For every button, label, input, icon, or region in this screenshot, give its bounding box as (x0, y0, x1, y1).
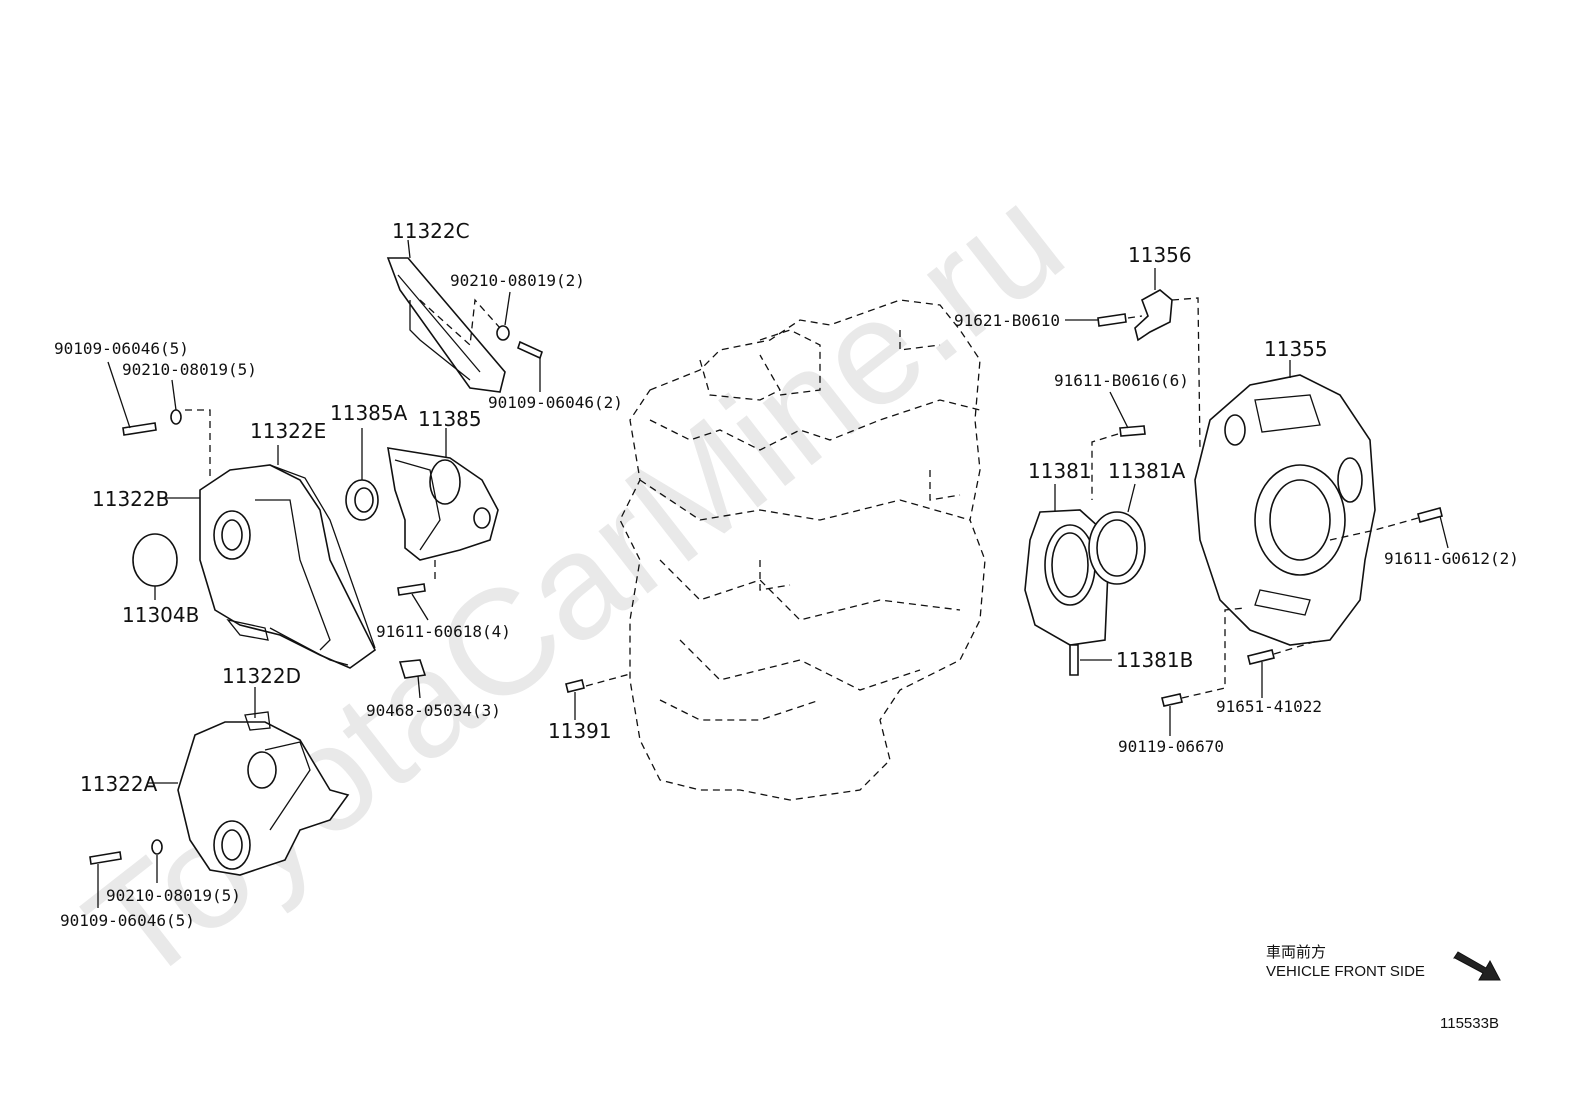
leader (1127, 315, 1143, 319)
label-91611-60618[interactable]: 91611-60618(4) (376, 622, 511, 641)
label-11356[interactable]: 11356 (1128, 243, 1192, 267)
label-11381[interactable]: 11381 (1028, 459, 1092, 483)
label-11304B[interactable]: 11304B (122, 603, 199, 627)
diagram-id: 115533B (1440, 1015, 1499, 1032)
label-11355[interactable]: 11355 (1264, 337, 1328, 361)
label-90109-bot[interactable]: 90109-06046(5) (60, 911, 195, 930)
leader (1329, 517, 1419, 541)
part-11355-shape (1194, 374, 1376, 646)
label-11391[interactable]: 11391 (548, 719, 612, 743)
part-11381-shape (1024, 509, 1109, 646)
pin-icon (1069, 644, 1079, 676)
part-11322C-shape (386, 257, 506, 393)
leader (171, 379, 177, 411)
bolt-icon (1097, 313, 1127, 327)
label-90210-bot[interactable]: 90210-08019(5) (106, 886, 241, 905)
bolt-icon (1417, 507, 1443, 523)
bolt-icon (397, 583, 426, 596)
label-11322A[interactable]: 11322A (80, 772, 158, 796)
leader (1273, 639, 1321, 655)
leader (585, 673, 631, 687)
washer-icon (496, 325, 510, 341)
leader (417, 675, 421, 699)
part-11304B-shape (132, 533, 178, 587)
label-11385[interactable]: 11385 (418, 407, 482, 431)
part-11322A-shape (177, 711, 350, 876)
label-90210-top[interactable]: 90210-08019(2) (450, 271, 585, 290)
leader (107, 361, 131, 429)
bolt-icon (517, 340, 543, 360)
label-91651[interactable]: 91651-41022 (1216, 697, 1322, 716)
part-11385A-shape (345, 479, 379, 521)
leader (185, 409, 211, 480)
bolt-icon (1161, 693, 1183, 707)
label-11322C[interactable]: 11322C (392, 219, 470, 243)
engine-block (619, 299, 986, 801)
label-91611-G0612[interactable]: 91611-G0612(2) (1384, 549, 1519, 568)
label-11322B[interactable]: 11322B (92, 487, 169, 511)
label-90109-mid[interactable]: 90109-06046(2) (488, 393, 623, 412)
leader-11322C (419, 298, 501, 347)
direction-en: VEHICLE FRONT SIDE (1266, 963, 1425, 980)
label-91621[interactable]: 91621-B0610 (954, 311, 1060, 330)
label-90119[interactable]: 90119-06670 (1118, 737, 1224, 756)
leader (1127, 483, 1136, 513)
part-11381A-shape (1088, 511, 1146, 585)
stud-icon (565, 679, 585, 693)
leader (411, 593, 429, 621)
bolt-icon (1247, 649, 1275, 665)
label-91611-B0616[interactable]: 91611-B0616(6) (1054, 371, 1189, 390)
label-90109-topleft[interactable]: 90109-06046(5) (54, 339, 189, 358)
washer-icon (151, 839, 163, 855)
leader-11322C-label (407, 239, 411, 259)
leader (1439, 515, 1449, 549)
label-11381A[interactable]: 11381A (1108, 459, 1186, 483)
label-11385A[interactable]: 11385A (330, 401, 408, 425)
bolt-icon (89, 851, 122, 865)
label-11322D[interactable]: 11322D (222, 664, 301, 688)
label-11322E[interactable]: 11322E (250, 419, 326, 443)
part-11322B-shape (199, 464, 377, 669)
bolt-icon (1119, 425, 1146, 437)
label-11381B[interactable]: 11381B (1116, 648, 1193, 672)
direction-jp: 車両前方 (1266, 944, 1326, 961)
clip-icon (398, 659, 427, 679)
leader (504, 291, 511, 326)
part-11385-shape (387, 447, 499, 561)
label-90210-topleft[interactable]: 90210-08019(5) (122, 360, 257, 379)
leader (1181, 607, 1246, 699)
leader (1109, 391, 1129, 429)
part-11356-shape (1134, 289, 1173, 342)
leader (1091, 433, 1119, 500)
washer-icon (170, 409, 182, 425)
label-90468[interactable]: 90468-05034(3) (366, 701, 501, 720)
arrow-down-right-icon (1453, 951, 1501, 981)
bolt-icon (122, 422, 157, 436)
